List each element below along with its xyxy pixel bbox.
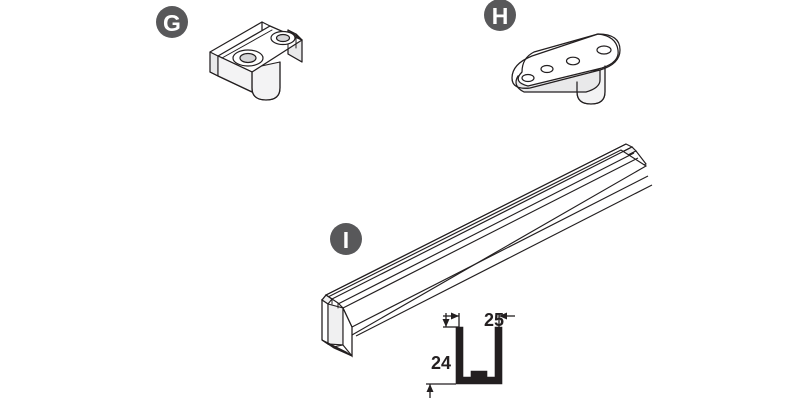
section-profile-outline <box>455 326 503 385</box>
plate-hole-3 <box>540 64 554 74</box>
dim24-arrow-top <box>442 319 450 327</box>
badge-label-i: I <box>343 227 349 253</box>
dim24-label: 24 <box>431 353 451 373</box>
bracket-inner-floor-line <box>221 29 273 59</box>
end-near-wall <box>321 298 329 346</box>
end-inner-floor <box>327 342 344 348</box>
plate-hole-2 <box>565 56 581 66</box>
badge-circle-h <box>484 0 516 31</box>
end-outline-top <box>321 294 353 328</box>
track-line-top-outer <box>325 143 627 296</box>
track-end-face <box>321 294 353 358</box>
plate-hole-1 <box>596 45 612 55</box>
badge-circle-g <box>156 6 188 38</box>
plate-hole-4 <box>521 73 535 83</box>
part-g-group: G <box>156 6 303 101</box>
oval-plate-drawing <box>511 33 621 105</box>
dim25-arrow-right <box>499 312 507 320</box>
badge-label-h: H <box>492 3 509 29</box>
part-h-group: H <box>484 0 621 105</box>
part-badge-g: G <box>156 6 188 38</box>
bracket-stud-outline <box>251 61 281 101</box>
track-profile-drawing <box>321 143 653 358</box>
dim25-label: 25 <box>484 310 504 330</box>
bracket-hole-1 <box>232 49 264 67</box>
end-outline-body <box>321 300 353 357</box>
track-line-front-lower <box>351 175 649 328</box>
dim24-arrow-bottom <box>426 384 434 392</box>
bracket-bottom-edge <box>209 71 253 93</box>
dim25-arrow-left <box>451 312 459 320</box>
dimension-24: 24 <box>426 313 459 398</box>
channel-bracket-drawing <box>209 21 303 101</box>
plate-stud-outline <box>576 65 606 105</box>
part-badge-h: H <box>484 0 516 31</box>
track-line-lip-back <box>342 157 639 309</box>
track-line-top-inner <box>331 147 631 300</box>
badge-circle-i <box>330 223 362 255</box>
part-i-group: I <box>321 143 653 358</box>
badge-label-g: G <box>163 10 181 36</box>
end-channel-interior <box>327 303 344 346</box>
bracket-hole-2 <box>270 30 296 46</box>
track-line-lip-front <box>337 152 635 305</box>
bracket-hole-2-inner <box>275 33 291 43</box>
part-badge-i: I <box>330 223 362 255</box>
plate-bottom-rim <box>511 77 531 89</box>
cross-section-group: 25 24 <box>426 310 515 398</box>
bracket-hole-1-inner <box>239 52 257 64</box>
track-line-front-bottom <box>355 184 653 337</box>
